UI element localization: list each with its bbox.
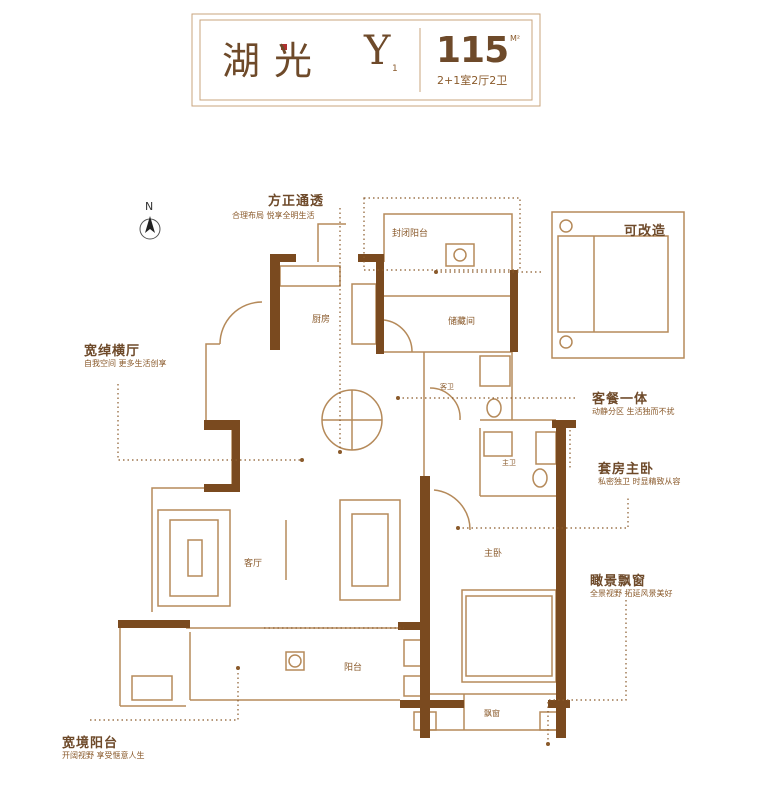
callout-title-kegai: 可改造 <box>624 224 667 239</box>
room-yangtai: 阳台 <box>344 663 363 673</box>
callout-title-yangtai: 宽境阳台 <box>62 736 119 751</box>
north-label: N <box>145 200 154 213</box>
seal-icon <box>281 44 287 50</box>
area-value: 115 <box>436 30 509 71</box>
room-zhuwei: 主卫 <box>502 459 516 467</box>
callout-desc-zhuwo: 私密独卫 时显精致从容 <box>598 477 681 486</box>
callout-title-hengting: 宽绰横厅 <box>84 344 141 359</box>
callout-desc-fangzheng: 合理布局 悦享全明生活 <box>232 211 315 220</box>
callout-title-zhuwo: 套房主卧 <box>598 462 655 477</box>
room-kewei: 客卫 <box>440 383 454 391</box>
layout-label: 2+1室2厅2卫 <box>437 74 508 87</box>
callout-desc-piaochuang: 全景视野 拓延风景美好 <box>590 589 673 598</box>
room-chucang: 储藏间 <box>448 317 476 327</box>
room-zhuwo: 主卧 <box>484 549 503 559</box>
model-number: 1 <box>392 64 398 74</box>
room-keting: 客厅 <box>244 559 263 569</box>
callout-title-kecan: 客餐一体 <box>592 392 649 407</box>
project-name: 湖光 <box>222 39 327 83</box>
callout-title-fangzheng: 方正通透 <box>268 194 325 209</box>
model-letter: Y <box>364 28 391 74</box>
north-arrow-icon <box>139 216 161 240</box>
room-piaochuang: 飘窗 <box>484 709 500 718</box>
callout-title-piaochuang: 瞰景飘窗 <box>590 574 647 589</box>
room-fengbi: 封闭阳台 <box>392 229 429 239</box>
room-chufang: 厨房 <box>312 315 331 325</box>
callout-desc-yangtai: 开阔视野 享受惬意人生 <box>62 751 145 760</box>
callout-desc-hengting: 自我空间 更多生活创享 <box>84 359 167 368</box>
area-unit: M² <box>510 34 521 43</box>
callout-desc-kecan: 动静分区 生活独而不扰 <box>592 407 675 416</box>
